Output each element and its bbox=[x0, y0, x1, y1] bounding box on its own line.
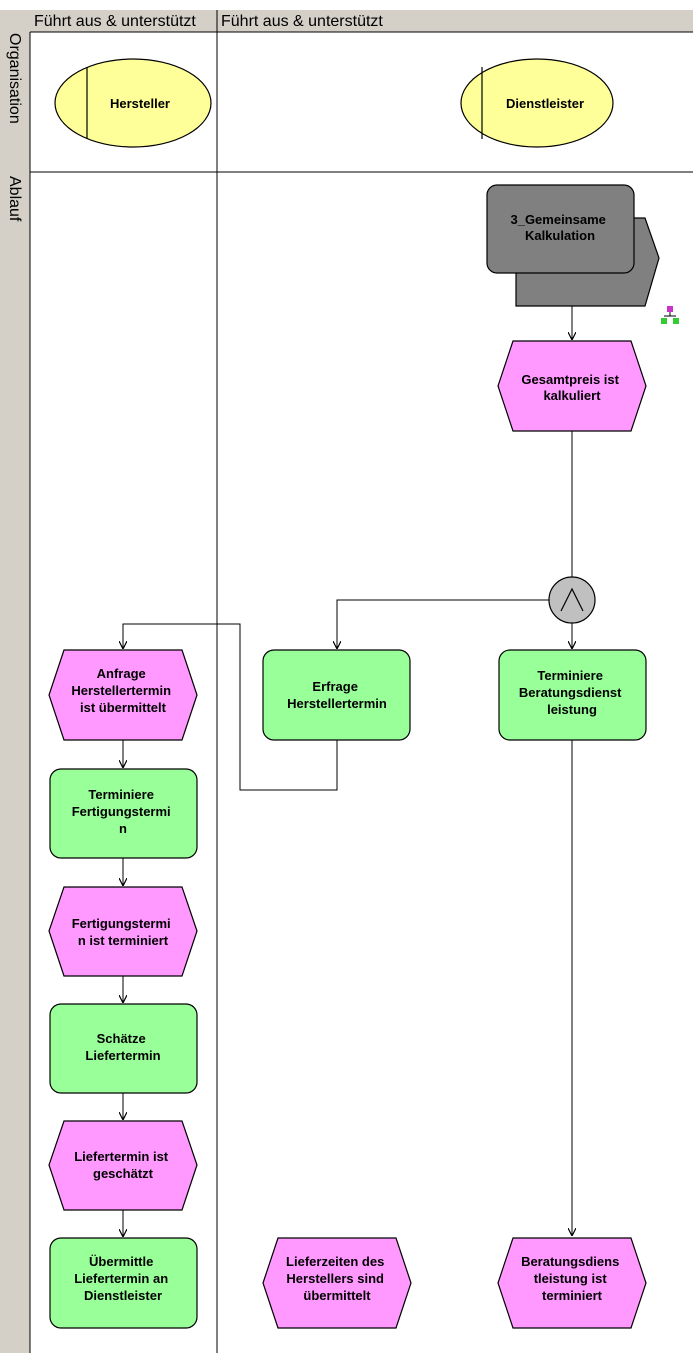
function-uebermittle[interactable]: Übermittle Liefertermin an Dienstleister bbox=[49, 1237, 198, 1329]
org-dienstleister-label: Dienstleister bbox=[506, 96, 584, 111]
column-header-2: Führt aus & unterstützt bbox=[221, 13, 383, 30]
column-header-1: Führt aus & unterstützt bbox=[34, 13, 196, 30]
svg-text:Schätze Liefertermin: Schätze Liefertermin bbox=[85, 1031, 160, 1063]
function-terminiere-fertigung[interactable]: Terminiere Fertigungstermi n bbox=[49, 768, 198, 859]
svg-text:Lieferzeiten des Herstel: Lieferzeiten des Herstellers sind übermi… bbox=[286, 1254, 388, 1303]
svg-text:Terminiere Fertigungster: Terminiere Fertigungstermi n bbox=[72, 787, 175, 836]
svg-text:Anfrage Herstellertermin: Anfrage Herstellertermin ist übermittelt bbox=[71, 666, 174, 715]
function-schaetze[interactable]: Schätze Liefertermin bbox=[49, 1003, 198, 1094]
event-liefertermin[interactable]: Liefertermin ist geschätzt bbox=[48, 1120, 198, 1211]
function-erfrage[interactable]: Erfrage Herstellertermin bbox=[262, 649, 411, 741]
edge-erfrage-to-anfrage bbox=[123, 623, 338, 791]
column-header-bar bbox=[0, 10, 693, 32]
svg-text:Liefertermin ist geschät: Liefertermin ist geschätzt bbox=[74, 1149, 172, 1181]
edges bbox=[123, 306, 572, 1237]
svg-text:Fertigungstermi n ist te: Fertigungstermi n ist terminiert bbox=[72, 916, 175, 948]
svg-text:Übermittle Liefertermin: Übermittle Liefertermin an Dienstleister bbox=[74, 1254, 172, 1303]
function-terminiere-beratung[interactable]: Terminiere Beratungsdienst leistung bbox=[498, 649, 647, 741]
org-dienstleister[interactable]: Dienstleister bbox=[460, 58, 614, 148]
edge-and-to-erfrage bbox=[337, 599, 549, 649]
row-header-ablauf: Ablauf bbox=[6, 176, 23, 222]
svg-text:Terminiere Beratungsdien: Terminiere Beratungsdienst leistung bbox=[519, 668, 625, 717]
row-header-organisation: Organisation bbox=[6, 33, 23, 124]
svg-text:Erfrage Herstellertermin: Erfrage Herstellertermin bbox=[287, 679, 387, 711]
svg-text:Beratungsdiens tleistung: Beratungsdiens tleistung ist terminiert bbox=[521, 1254, 623, 1303]
row-header-bar bbox=[0, 10, 30, 1353]
and-connector[interactable] bbox=[548, 576, 596, 624]
svg-text:Gesamtpreis ist kalkulie: Gesamtpreis ist kalkuliert bbox=[521, 372, 622, 403]
org-hersteller-label: Hersteller bbox=[110, 96, 170, 111]
hierarchy-icon[interactable] bbox=[661, 306, 679, 324]
process-interface-label: 3_Gemeinsame Kalkulation bbox=[510, 212, 609, 243]
event-gesamtpreis[interactable]: Gesamtpreis ist kalkuliert bbox=[497, 340, 647, 432]
event-anfrage[interactable]: Anfrage Herstellertermin ist übermittelt bbox=[48, 649, 198, 741]
event-lieferzeiten[interactable]: Lieferzeiten des Herstellers sind übermi… bbox=[262, 1237, 412, 1329]
org-hersteller[interactable]: Hersteller bbox=[54, 58, 212, 148]
lane-frame bbox=[0, 10, 693, 1353]
process-interface[interactable]: 3_Gemeinsame Kalkulation bbox=[486, 184, 660, 307]
and-symbol bbox=[560, 587, 584, 612]
event-fertigungstermin[interactable]: Fertigungstermi n ist terminiert bbox=[48, 886, 198, 977]
event-beratung-terminiert[interactable]: Beratungsdiens tleistung ist terminiert bbox=[497, 1237, 647, 1329]
